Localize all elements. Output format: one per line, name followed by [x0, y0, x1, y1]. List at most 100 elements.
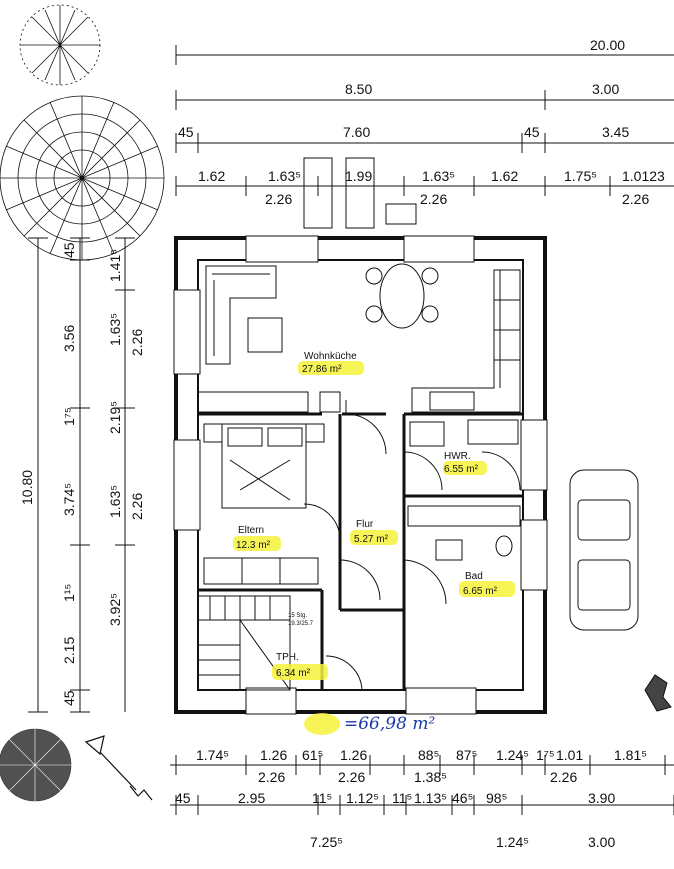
dim-row4a-4: 1.63⁵ [422, 168, 455, 184]
dim-left-inner-3: 2.26 [129, 329, 145, 356]
highlight-bad [459, 581, 515, 597]
dim-row2-a: 8.50 [345, 81, 372, 97]
dim-bottom1-1: 1.74⁵ [196, 747, 229, 763]
dim-row3-c: 45 [524, 124, 540, 140]
dim-row3-d: 3.45 [602, 124, 629, 140]
dim-bottom2-3: 11⁵ [312, 790, 332, 806]
room-area-tph: 6.34 m² [276, 668, 311, 679]
highlight-total-area [304, 713, 340, 735]
dim-bottom3-2: 1.24⁵ [496, 834, 529, 850]
highlight-hwr [443, 461, 487, 475]
dim-row4a-5: 1.62 [491, 168, 518, 184]
room-area-bad: 6.65 m² [463, 586, 498, 597]
dim-bottom2-1: 45 [175, 790, 191, 806]
room-name-bad: Bad [465, 571, 483, 582]
dim-bottom3-3: 3.00 [588, 834, 615, 850]
dim-bottom1b-4: 2.26 [550, 769, 577, 785]
dim-bottom1-4: 1.26 [340, 747, 367, 763]
dim-left-4: 3.74⁵ [61, 483, 77, 516]
dim-row4b-2: 2.26 [420, 191, 447, 207]
highlight-eltern [233, 536, 281, 551]
tree-bottom-left [0, 725, 75, 805]
dim-bottom1-10: 1.81⁵ [614, 747, 647, 763]
shrub-right [644, 674, 672, 712]
north-arrow-icon [84, 735, 153, 801]
room-name-flur: Flur [356, 519, 374, 530]
car [569, 469, 639, 631]
dim-bottom2-8: 98⁵ [486, 790, 507, 806]
dim-left-inner-5: 1.63⁵ [107, 485, 123, 518]
kitchen-counter [411, 269, 521, 413]
highlight-wohnkueche [298, 361, 364, 375]
room-area-eltern: 12.3 m² [236, 540, 271, 551]
room-area-flur: 5.27 m² [354, 534, 389, 545]
room-area-wohnkueche: 27.86 m² [302, 364, 342, 375]
dim-left-2: 3.56 [61, 325, 77, 352]
tree-top-left [19, 4, 101, 86]
bathroom-fixtures [407, 505, 521, 561]
interior-walls [198, 412, 523, 690]
dim-left-1: 45 [61, 242, 77, 258]
dim-row4b-1: 2.26 [265, 191, 292, 207]
dim-bottom2-4: 1.12⁵ [346, 790, 379, 806]
dim-bottom1b-3: 1.38⁵ [414, 769, 447, 785]
room-area-hwr: 6.55 m² [444, 464, 479, 475]
sofa [205, 265, 283, 365]
sideboard [197, 391, 341, 413]
dim-left-inner-2: 1.63⁵ [107, 313, 123, 346]
dim-left-3: 1⁷⁵ [61, 407, 77, 426]
patio-furniture [303, 157, 417, 229]
dim-left-inner-1: 1.41⁵ [107, 249, 123, 282]
dim-left-6: 3.92⁵ [107, 593, 123, 626]
dim-row4a-3: 1.99 [345, 168, 372, 184]
dim-bottom1-7: 1.24⁵ [496, 747, 529, 763]
bed [203, 423, 325, 509]
dim-row4a-7: 1.0123 [622, 168, 665, 184]
dim-bottom1-8: 1⁷⁵ [536, 747, 555, 763]
dim-bottom1-2: 1.26 [260, 747, 287, 763]
tree-round-left [0, 95, 165, 261]
dim-left-5: 1¹⁵ [61, 584, 77, 602]
dim-bottom1-9: 1.01 [556, 747, 583, 763]
dim-row4a-1: 1.62 [198, 168, 225, 184]
dim-bottom2-5: 11⁵ [392, 790, 412, 806]
dim-bottom1b-2: 2.26 [338, 769, 365, 785]
wardrobe [203, 557, 319, 585]
dim-bottom1-3: 61⁵ [302, 747, 323, 763]
room-name-eltern: Eltern [238, 525, 264, 536]
hwr-fixtures [409, 419, 519, 447]
dim-left-8: 45 [61, 690, 77, 706]
dimension-lines-top [175, 45, 674, 196]
dining-table [365, 263, 439, 329]
stairs [197, 595, 291, 691]
dim-row4a-2: 1.63⁵ [268, 168, 301, 184]
dim-left-7: 2.15 [61, 637, 77, 664]
room-name-tph: TPH. [276, 652, 299, 663]
dim-bottom1-6: 87⁵ [456, 747, 477, 763]
dim-bottom2-9: 3.90 [588, 790, 615, 806]
total-area-annotation: =66,98 m² [344, 714, 435, 734]
dim-bottom1b-1: 2.26 [258, 769, 285, 785]
stairs-label-2: 19.3/25.7 [288, 621, 314, 627]
dim-total-width: 20.00 [590, 37, 625, 53]
door-swings [303, 400, 521, 691]
dim-bottom2-6: 1.13⁵ [414, 790, 447, 806]
dim-bottom2-2: 2.95 [238, 790, 265, 806]
dim-row2-b: 3.00 [592, 81, 619, 97]
highlight-tph [272, 664, 328, 680]
room-name-wohnkueche: Wohnküche [304, 351, 357, 362]
dim-total-height: 10.80 [19, 470, 35, 505]
dim-row4a-6: 1.75⁵ [564, 168, 597, 184]
dim-row3-a: 45 [178, 124, 194, 140]
dim-left-inner-4: 2.19⁵ [107, 401, 123, 434]
dim-row3-b: 7.60 [343, 124, 370, 140]
building-outline [173, 235, 548, 715]
dim-row4b-3: 2.26 [622, 191, 649, 207]
dim-bottom1-5: 88⁵ [418, 747, 439, 763]
highlight-flur [350, 530, 398, 545]
dimension-lines-bottom [170, 755, 674, 815]
dim-bottom2-7: 46⁵ [452, 790, 473, 806]
stairs-label-1: 15 Stg. [288, 613, 307, 619]
dimension-lines-left [28, 237, 135, 713]
